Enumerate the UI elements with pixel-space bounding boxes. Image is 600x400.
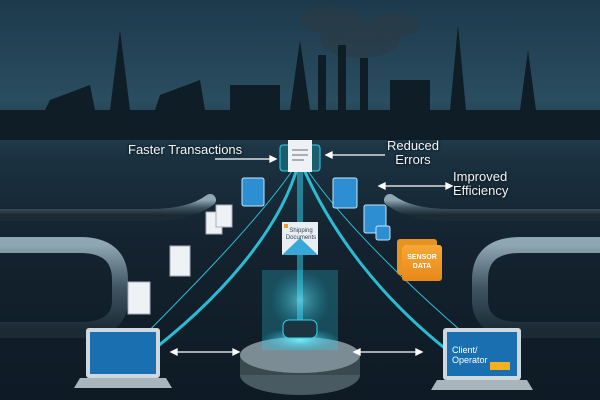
smoke xyxy=(300,6,420,58)
sensor-data-icon: SENSOR DATA xyxy=(402,245,442,281)
improved-efficiency-label: Improved Efficiency xyxy=(453,169,509,198)
arrows xyxy=(169,150,454,357)
industrial-skyline xyxy=(0,25,600,140)
blue-file-icons xyxy=(241,177,391,241)
client-operator-label: Client/ Operator xyxy=(452,345,488,365)
reduced-errors-label: Reduced Errors xyxy=(386,138,440,167)
central-document-icon xyxy=(279,140,321,172)
right-laptop xyxy=(431,328,533,390)
faster-transactions-label: Faster Transactions xyxy=(128,142,243,157)
document-icons xyxy=(127,204,233,315)
central-hub xyxy=(240,270,360,395)
shipping-documents-label: Shipping Documents xyxy=(285,228,317,241)
left-laptop xyxy=(74,328,172,388)
